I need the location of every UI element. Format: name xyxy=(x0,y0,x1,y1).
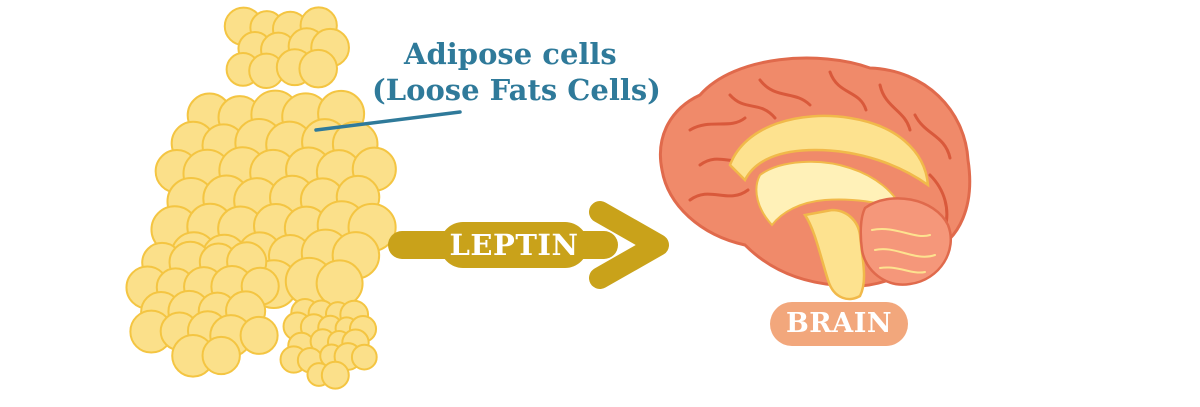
fat-cell xyxy=(201,335,241,376)
fat-cell xyxy=(320,360,350,390)
fat-cell xyxy=(298,48,338,89)
fat-cell xyxy=(239,315,279,355)
callout-label-line-1: Adipose cells xyxy=(404,37,617,71)
leptin-label: LEPTIN xyxy=(440,222,588,268)
brain-icon xyxy=(659,56,972,301)
fat-cells-cluster-icon xyxy=(125,6,397,390)
fat-cell xyxy=(315,259,364,308)
fat-cell xyxy=(350,343,378,371)
brain-label: BRAIN xyxy=(770,302,908,346)
callout-label-line-2: (Loose Fats Cells) xyxy=(372,73,661,107)
callout-leader-line xyxy=(314,110,462,132)
